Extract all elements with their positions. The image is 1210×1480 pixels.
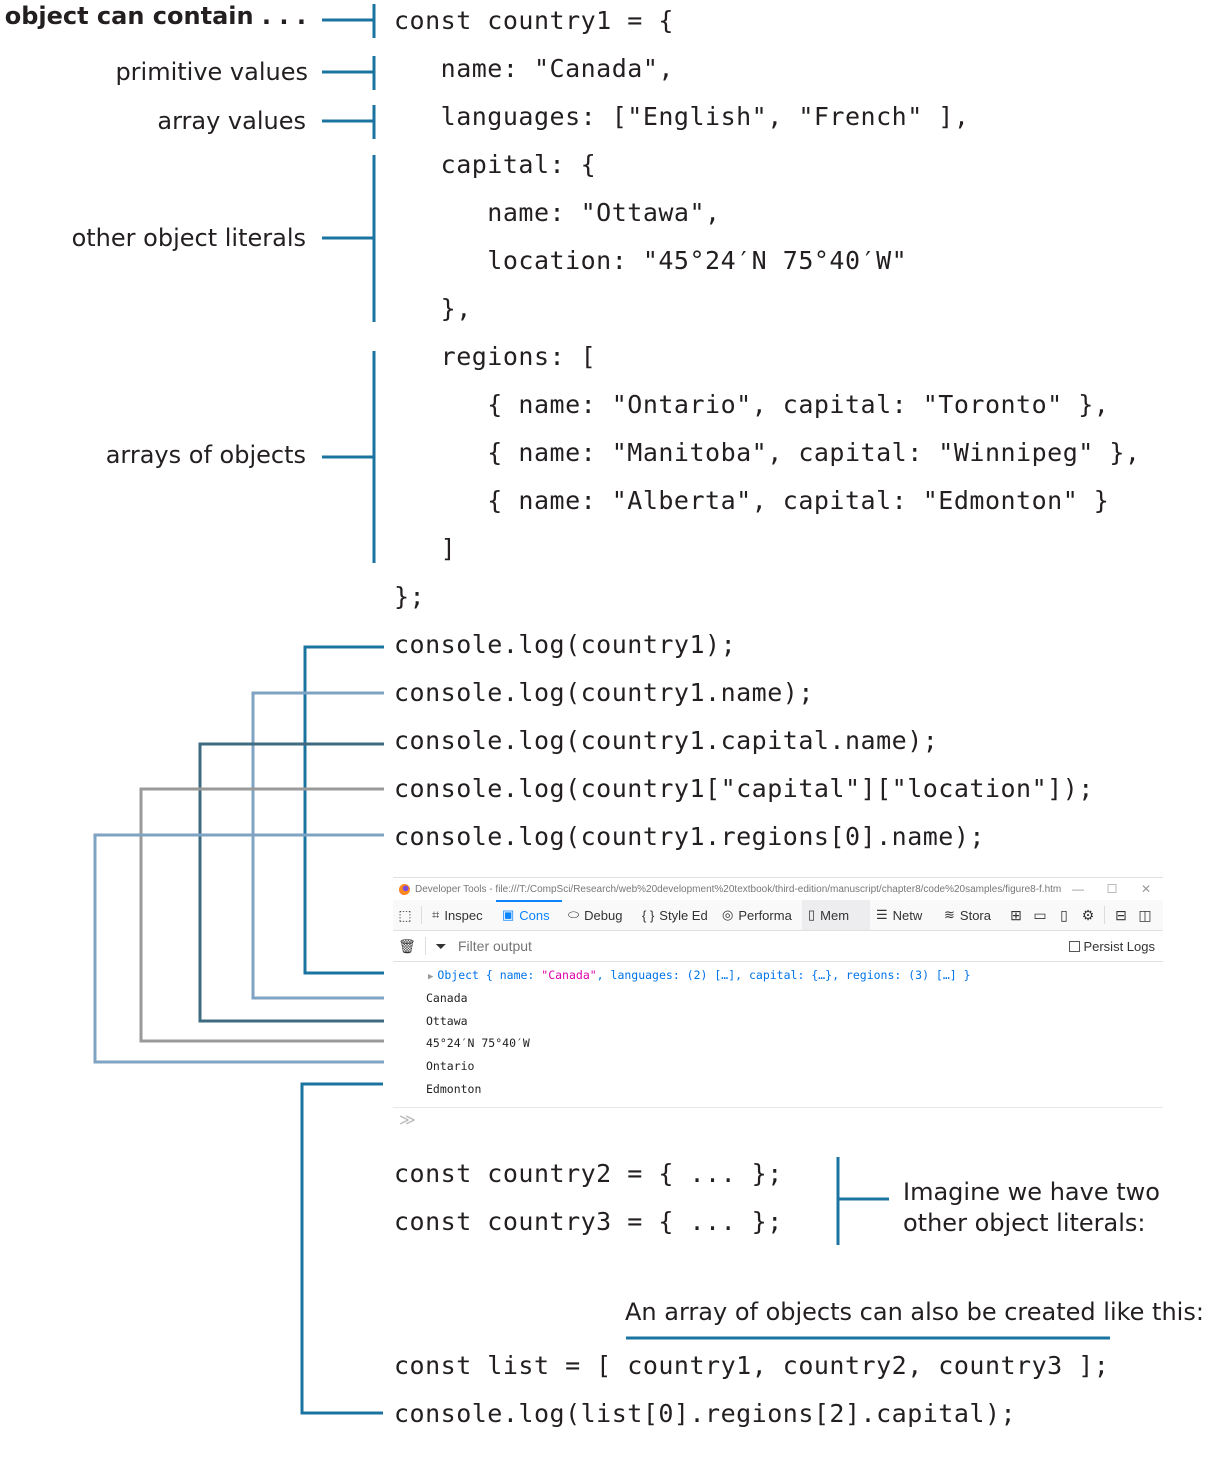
tab-label: Style Ed <box>659 907 708 923</box>
console-filter-bar: 🗑 ⏷ Persist Logs <box>393 931 1163 962</box>
console-output-line: 45°24′N 75°40′W <box>426 1036 530 1051</box>
tab-network[interactable]: ☰ Netw <box>870 900 938 930</box>
code-line: capital: { <box>394 150 597 179</box>
toolbar-separator <box>421 906 422 924</box>
network-icon: ☰ <box>876 907 888 922</box>
object-prefix: Object { name: <box>437 968 542 982</box>
code-line: const country1 = { <box>394 6 674 35</box>
code-log-line: console.log(country1.capital.name); <box>394 726 939 755</box>
code-line: { name: "Manitoba", capital: "Winnipeg" … <box>394 438 1141 467</box>
toolbar-separator <box>425 937 426 955</box>
inspector-icon: ⌗ <box>432 907 440 922</box>
annotation-other-object-literals: other object literals <box>71 224 306 252</box>
tab-inspector[interactable]: ⌗ Inspec <box>426 900 496 930</box>
devtools-window-title: Developer Tools - file:///T:/CompSci/Res… <box>415 883 1061 895</box>
tab-storage[interactable]: ≋ Stora <box>938 900 1004 930</box>
code-line: ] <box>394 534 457 563</box>
tab-label: Netw <box>892 907 923 923</box>
persist-logs-checkbox[interactable]: Persist Logs <box>1069 939 1163 954</box>
responsive-design-icon[interactable]: ▯ <box>1060 906 1068 923</box>
tab-label: Debug <box>584 907 623 923</box>
code-line: }; <box>394 582 426 611</box>
code-log-line: console.log(country1.regions[0].name); <box>394 822 985 851</box>
dock-bottom-icon[interactable]: ⊟ <box>1115 906 1127 923</box>
performance-icon: ◎ <box>722 907 734 922</box>
style-editor-icon: { } <box>642 907 655 923</box>
firefox-logo-icon <box>399 883 410 895</box>
devtools-panel: Developer Tools - file:///T:/CompSci/Res… <box>393 877 1163 1136</box>
note-imagine-line2: other object literals: <box>903 1209 1146 1237</box>
note-array-of-objects: An array of objects can also be created … <box>625 1298 1204 1326</box>
connector-list-log <box>300 1082 383 1415</box>
toolbar-separator <box>1104 906 1105 924</box>
console-output-line: Canada <box>426 990 468 1005</box>
code-line: { name: "Ontario", capital: "Toronto" }, <box>394 390 1110 419</box>
connector-log-2 <box>251 691 384 1000</box>
close-button[interactable]: ✕ <box>1140 882 1152 896</box>
dock-side-icon[interactable]: ◫ <box>1138 906 1152 923</box>
tab-label: Performa <box>738 907 792 923</box>
tab-memory[interactable]: ▯ Mem <box>802 900 870 930</box>
tab-performance[interactable]: ◎ Performa <box>716 900 802 930</box>
code-line: const country3 = { ... }; <box>394 1207 783 1236</box>
code-line: const country2 = { ... }; <box>394 1159 783 1188</box>
code-line: regions: [ <box>394 342 597 371</box>
object-suffix: , languages: (2) […], capital: {…}, regi… <box>596 968 971 982</box>
frames-dropdown-icon[interactable]: ⊞ <box>1010 906 1022 923</box>
filter-icon: ⏷ <box>435 937 447 954</box>
connector-log-1 <box>303 645 384 975</box>
console-output: ▶Object { name: "Canada", languages: (2)… <box>393 962 1163 1101</box>
annotation-arrays-of-objects: arrays of objects <box>105 441 306 469</box>
annotation-array-values: array values <box>157 107 306 135</box>
console-icon: ▣ <box>502 907 515 922</box>
minimize-button[interactable]: — <box>1072 882 1084 896</box>
code-line: location: "45°24′N 75°40′W" <box>394 246 908 275</box>
annotation-heading: An object can contain . . . <box>0 2 306 30</box>
element-picker-icon[interactable]: ⬚ <box>398 906 412 923</box>
code-line: }, <box>394 294 472 323</box>
code-log-line: console.log(country1.name); <box>394 678 814 707</box>
code-line: { name: "Alberta", capital: "Edmonton" } <box>394 486 1110 515</box>
connector-log-5 <box>93 833 384 1064</box>
persist-logs-label: Persist Logs <box>1083 938 1155 954</box>
memory-icon: ▯ <box>808 907 816 922</box>
tab-label: Cons <box>519 907 550 923</box>
object-name-value: "Canada" <box>541 968 597 982</box>
maximize-button[interactable]: ☐ <box>1106 882 1118 896</box>
connector-log-3 <box>198 742 384 1023</box>
code-line: console.log(list[0].regions[2].capital); <box>394 1399 1017 1428</box>
tab-label: Inspec <box>444 907 483 923</box>
storage-icon: ≋ <box>944 907 955 922</box>
console-input-prompt[interactable]: ≫ <box>393 1107 1163 1136</box>
trash-icon[interactable]: 🗑 <box>398 937 416 954</box>
settings-gear-icon[interactable]: ⚙ <box>1081 906 1095 923</box>
code-line: name: "Ottawa", <box>394 198 721 227</box>
console-output-line: Edmonton <box>426 1081 482 1096</box>
tab-label: Mem <box>820 907 850 923</box>
devtools-toolbar: ⬚ ⌗ Inspec ▣ Cons ⬭ Debug { } Style Ed ◎ Perf… <box>393 900 1163 931</box>
prompt-chevron-icon: ≫ <box>399 1112 416 1129</box>
console-output-line: Ottawa <box>426 1013 468 1028</box>
devtools-title-bar: Developer Tools - file:///T:/CompSci/Res… <box>393 878 1163 900</box>
code-line: name: "Canada", <box>394 54 674 83</box>
console-object-line[interactable]: ▶Object { name: "Canada", languages: (2)… <box>393 964 1163 987</box>
filter-output-input[interactable] <box>452 937 1070 955</box>
tab-label: Stora <box>959 907 991 923</box>
console-output-line: Ontario <box>426 1059 475 1074</box>
code-line: languages: ["English", "French" ], <box>394 102 970 131</box>
annotation-primitive-values: primitive values <box>115 58 308 86</box>
debugger-icon: ⬭ <box>568 907 580 922</box>
checkbox-icon <box>1069 940 1081 952</box>
note-imagine-line1: Imagine we have two <box>903 1178 1160 1206</box>
code-line: const list = [ country1, country2, count… <box>394 1351 1110 1380</box>
tab-debugger[interactable]: ⬭ Debug <box>562 900 636 930</box>
code-log-line: console.log(country1["capital"]["locatio… <box>394 774 1094 803</box>
tab-console[interactable]: ▣ Cons <box>496 900 562 930</box>
expand-triangle-icon[interactable]: ▶ <box>428 972 434 982</box>
connector-log-4 <box>139 787 384 1043</box>
code-log-line: console.log(country1); <box>394 630 737 659</box>
tab-style-editor[interactable]: { } Style Ed <box>636 900 716 930</box>
split-console-icon[interactable]: ▭ <box>1033 906 1047 923</box>
